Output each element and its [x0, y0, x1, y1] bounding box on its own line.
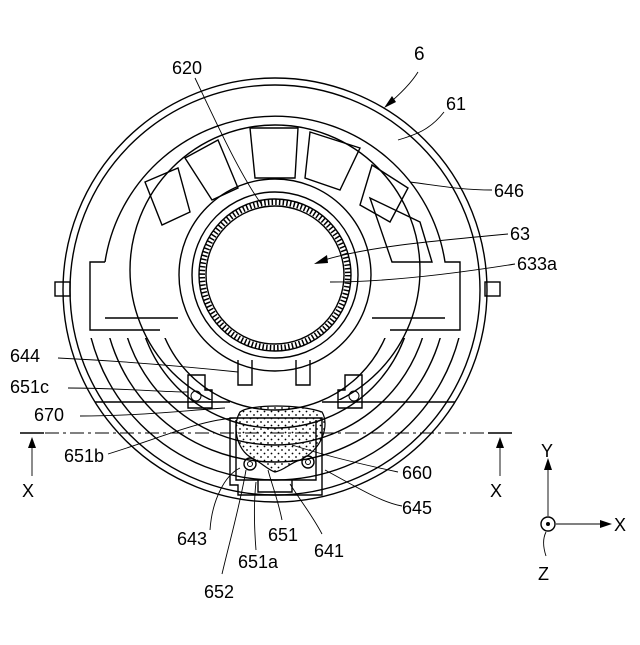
section-arrowhead-right — [496, 437, 504, 448]
label-6: 6 — [414, 44, 425, 65]
terminal-right-core — [306, 460, 311, 465]
label-670: 670 — [34, 405, 64, 425]
label-61: 61 — [446, 94, 466, 114]
label-652: 652 — [204, 582, 234, 602]
label-651: 651 — [268, 525, 298, 545]
label-645: 645 — [402, 498, 432, 518]
clip-left — [188, 375, 212, 408]
hub-outer — [179, 179, 371, 371]
window-opening — [185, 140, 238, 200]
clip-right-hole — [349, 391, 359, 401]
label-651b: 651b — [64, 446, 104, 466]
window-opening — [305, 132, 360, 190]
frame-left-strut — [90, 262, 160, 330]
label-660: 660 — [402, 463, 432, 483]
label-643: 643 — [177, 529, 207, 549]
window-opening — [250, 128, 298, 178]
label-63: 63 — [510, 224, 530, 244]
frame-upper — [105, 116, 460, 330]
label-641: 641 — [314, 541, 344, 561]
stem-right — [296, 360, 310, 385]
clip-left-hole — [191, 391, 201, 401]
section-arrowhead-left — [28, 437, 36, 448]
axis-label-x: X — [614, 515, 626, 535]
axis-label-z: Z — [538, 564, 549, 584]
window-opening — [370, 198, 432, 262]
label-651a: 651a — [238, 552, 279, 572]
label-646: 646 — [494, 181, 524, 201]
window-opening — [145, 168, 190, 225]
bushing-dotted — [202, 202, 348, 348]
label-651c: 651c — [10, 377, 49, 397]
section-label-left: X — [22, 481, 34, 501]
bushing-inner-edge — [206, 206, 344, 344]
leader-lines — [58, 72, 515, 574]
label-620: 620 — [172, 58, 202, 78]
section-label-right: X — [490, 481, 502, 501]
clip-right — [338, 375, 362, 408]
coordinate-axes: Y X Z — [538, 441, 626, 584]
label-644: 644 — [10, 346, 40, 366]
axis-label-y: Y — [541, 441, 553, 461]
hub-ring — [192, 192, 358, 358]
terminal-left-core — [248, 462, 253, 467]
connector-tab — [258, 480, 292, 492]
terminal-right — [302, 456, 314, 468]
label-633a: 633a — [517, 254, 558, 274]
